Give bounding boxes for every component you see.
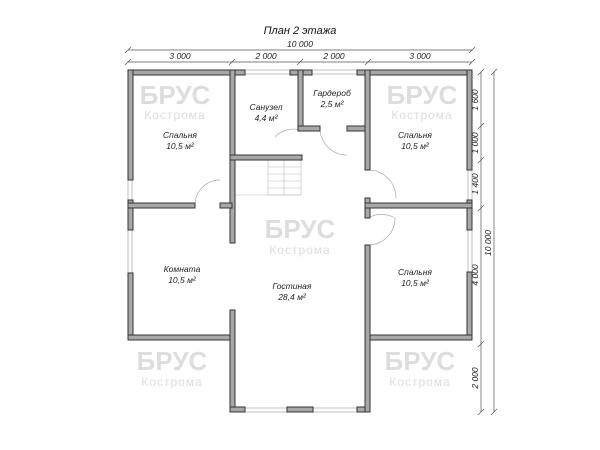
watermark-text: БРУС <box>140 80 211 110</box>
watermark-text: Кострома <box>269 243 330 257</box>
room-bathroom: Санузел 4,4 м² <box>250 102 283 123</box>
watermark-text: БРУС <box>387 80 458 110</box>
dim-right-total: 10 000 <box>483 230 493 256</box>
room-area: 10,5 м² <box>401 141 430 151</box>
watermark-text: Кострома <box>144 108 205 122</box>
room-bedroom-1: Спальня 10,5 м² <box>163 130 197 151</box>
room-name: Спальня <box>398 267 432 277</box>
watermark-text: БРУС <box>265 214 336 244</box>
stairs <box>235 159 302 196</box>
dim-top-segment: 3 000 <box>409 51 431 61</box>
dim-right-segment: 4 000 <box>470 264 480 286</box>
room-name: Гардероб <box>313 88 352 98</box>
room-bedroom-2: Спальня 10,5 м² <box>398 130 432 151</box>
dim-right-segment: 2 000 <box>470 367 480 390</box>
walls <box>127 69 473 413</box>
room-area: 4,4 м² <box>255 113 279 123</box>
room-area: 10,5 м² <box>166 141 195 151</box>
watermark-text: Кострома <box>141 375 202 389</box>
room-name: Гостиная <box>273 281 312 291</box>
room-name: Санузел <box>250 102 283 112</box>
room-area: 2,5 м² <box>320 99 345 109</box>
doors <box>194 127 397 246</box>
dimension-lines <box>124 46 498 416</box>
room-name: Спальня <box>398 130 432 140</box>
watermarks: БРУС Кострома БРУС Кострома БРУС Костром… <box>137 80 458 389</box>
room-name: Спальня <box>163 130 197 140</box>
room-room: Комната 10,5 м² <box>164 264 201 285</box>
dim-top-total: 10 000 <box>287 39 313 49</box>
dim-right-segment: 1 600 <box>470 89 480 111</box>
dim-right-segment: 1 000 <box>470 132 480 154</box>
plan-title: План 2 этажа <box>264 25 337 37</box>
room-wardrobe: Гардероб 2,5 м² <box>313 88 352 109</box>
room-name: Комната <box>164 264 201 274</box>
watermark-text: Кострома <box>391 108 452 122</box>
room-living: Гостиная 28,4 м² <box>273 281 312 302</box>
room-area: 28,4 м² <box>277 292 307 302</box>
room-area: 10,5 м² <box>401 278 430 288</box>
dim-right-segment: 1 400 <box>470 173 480 195</box>
watermark-text: БРУС <box>137 346 208 376</box>
room-bedroom-3: Спальня 10,5 м² <box>398 267 432 288</box>
room-area: 10,5 м² <box>168 275 197 285</box>
watermark-text: БРУС <box>385 346 456 376</box>
dim-top-segment: 2 000 <box>254 51 277 61</box>
dim-top-segment: 3 000 <box>169 51 191 61</box>
dim-top-segment: 2 000 <box>322 51 345 61</box>
watermark-text: Кострома <box>389 375 450 389</box>
